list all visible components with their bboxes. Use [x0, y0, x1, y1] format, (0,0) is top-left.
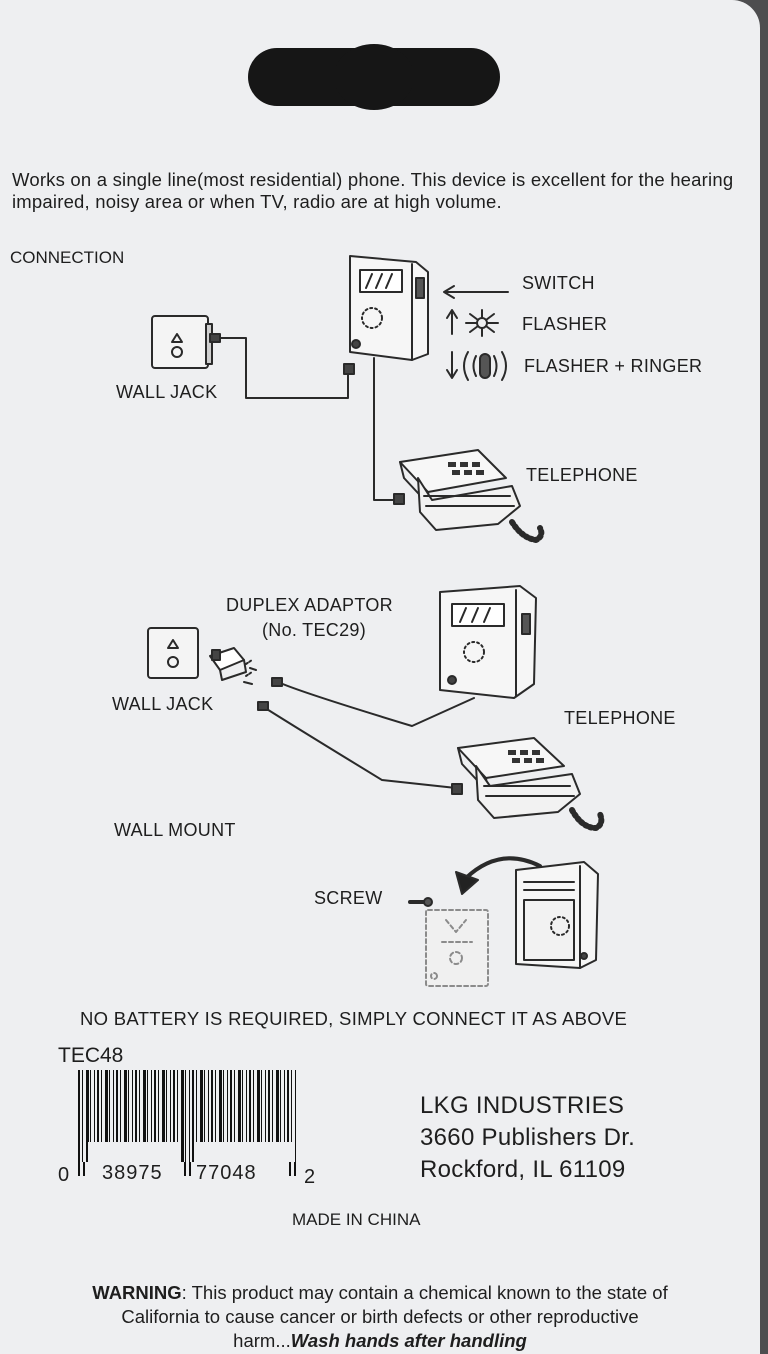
label-flasher-ringer: FLASHER + RINGER — [524, 356, 703, 376]
barcode-lead-digit: 0 — [58, 1164, 71, 1186]
phone-cord — [373, 357, 399, 501]
wall-jack-icon — [151, 315, 221, 369]
upc-barcode — [78, 1070, 296, 1176]
company-name: LKG INDUSTRIES — [420, 1092, 625, 1119]
prop65-warning: WARNING: This product may contain a chem… — [80, 1281, 680, 1353]
warning-label: WARNING — [92, 1281, 182, 1303]
phone-cord — [277, 681, 475, 727]
duplex-adaptor-icon — [209, 647, 257, 685]
flasher-device-icon — [515, 861, 599, 969]
mount-arrow — [464, 856, 542, 880]
arrow-down-icon — [446, 351, 458, 379]
label-flasher: FLASHER — [522, 314, 608, 334]
connection-heading: CONNECTION — [10, 248, 125, 267]
barcode-left-group: 38975 — [102, 1162, 163, 1184]
made-in: MADE IN CHINA — [292, 1210, 421, 1229]
no-battery-note: NO BATTERY IS REQUIRED, SIMPLY CONNECT I… — [80, 1008, 628, 1029]
hang-hole — [248, 44, 500, 110]
label-telephone: TELEPHONE — [564, 708, 676, 728]
wall-jack-icon — [147, 627, 199, 679]
label-duplex-adaptor: DUPLEX ADAPTOR — [226, 595, 393, 615]
company-street: 3660 Publishers Dr. — [420, 1124, 636, 1151]
model-number: TEC48 — [58, 1044, 124, 1067]
warning-emphasis: Wash hands after handling — [290, 1329, 527, 1351]
company-city: Rockford, IL 61109 — [420, 1156, 626, 1183]
arrow-left-icon — [443, 285, 509, 299]
telephone-icon — [399, 449, 545, 543]
arrow-up-icon — [446, 309, 458, 335]
label-wall-mount: WALL MOUNT — [114, 820, 236, 840]
barcode-right-group: 77048 — [196, 1162, 257, 1184]
telephone-icon — [457, 737, 605, 831]
warning-text: : This product may contain a chemical kn… — [121, 1281, 668, 1351]
sun-flasher-icon — [465, 309, 499, 337]
label-adaptor-model: (No. TEC29) — [262, 620, 366, 640]
product-description: Works on a single line(most residential)… — [12, 168, 734, 212]
company-address: LKG INDUSTRIES 3660 Publishers Dr. Rockf… — [420, 1090, 635, 1186]
phone-cord — [261, 705, 457, 789]
flasher-device-icon — [439, 585, 537, 699]
ringer-icon — [463, 351, 507, 381]
wall-plate-icon — [425, 909, 489, 987]
screw-icon — [408, 897, 433, 907]
barcode-check-digit: 2 — [304, 1166, 317, 1188]
flasher-device-icon — [349, 255, 429, 361]
phone-cord — [219, 337, 349, 399]
label-telephone: TELEPHONE — [526, 465, 638, 485]
label-wall-jack: WALL JACK — [112, 694, 214, 714]
label-switch: SWITCH — [522, 273, 595, 293]
label-screw: SCREW — [314, 888, 383, 908]
label-wall-jack: WALL JACK — [116, 382, 218, 402]
